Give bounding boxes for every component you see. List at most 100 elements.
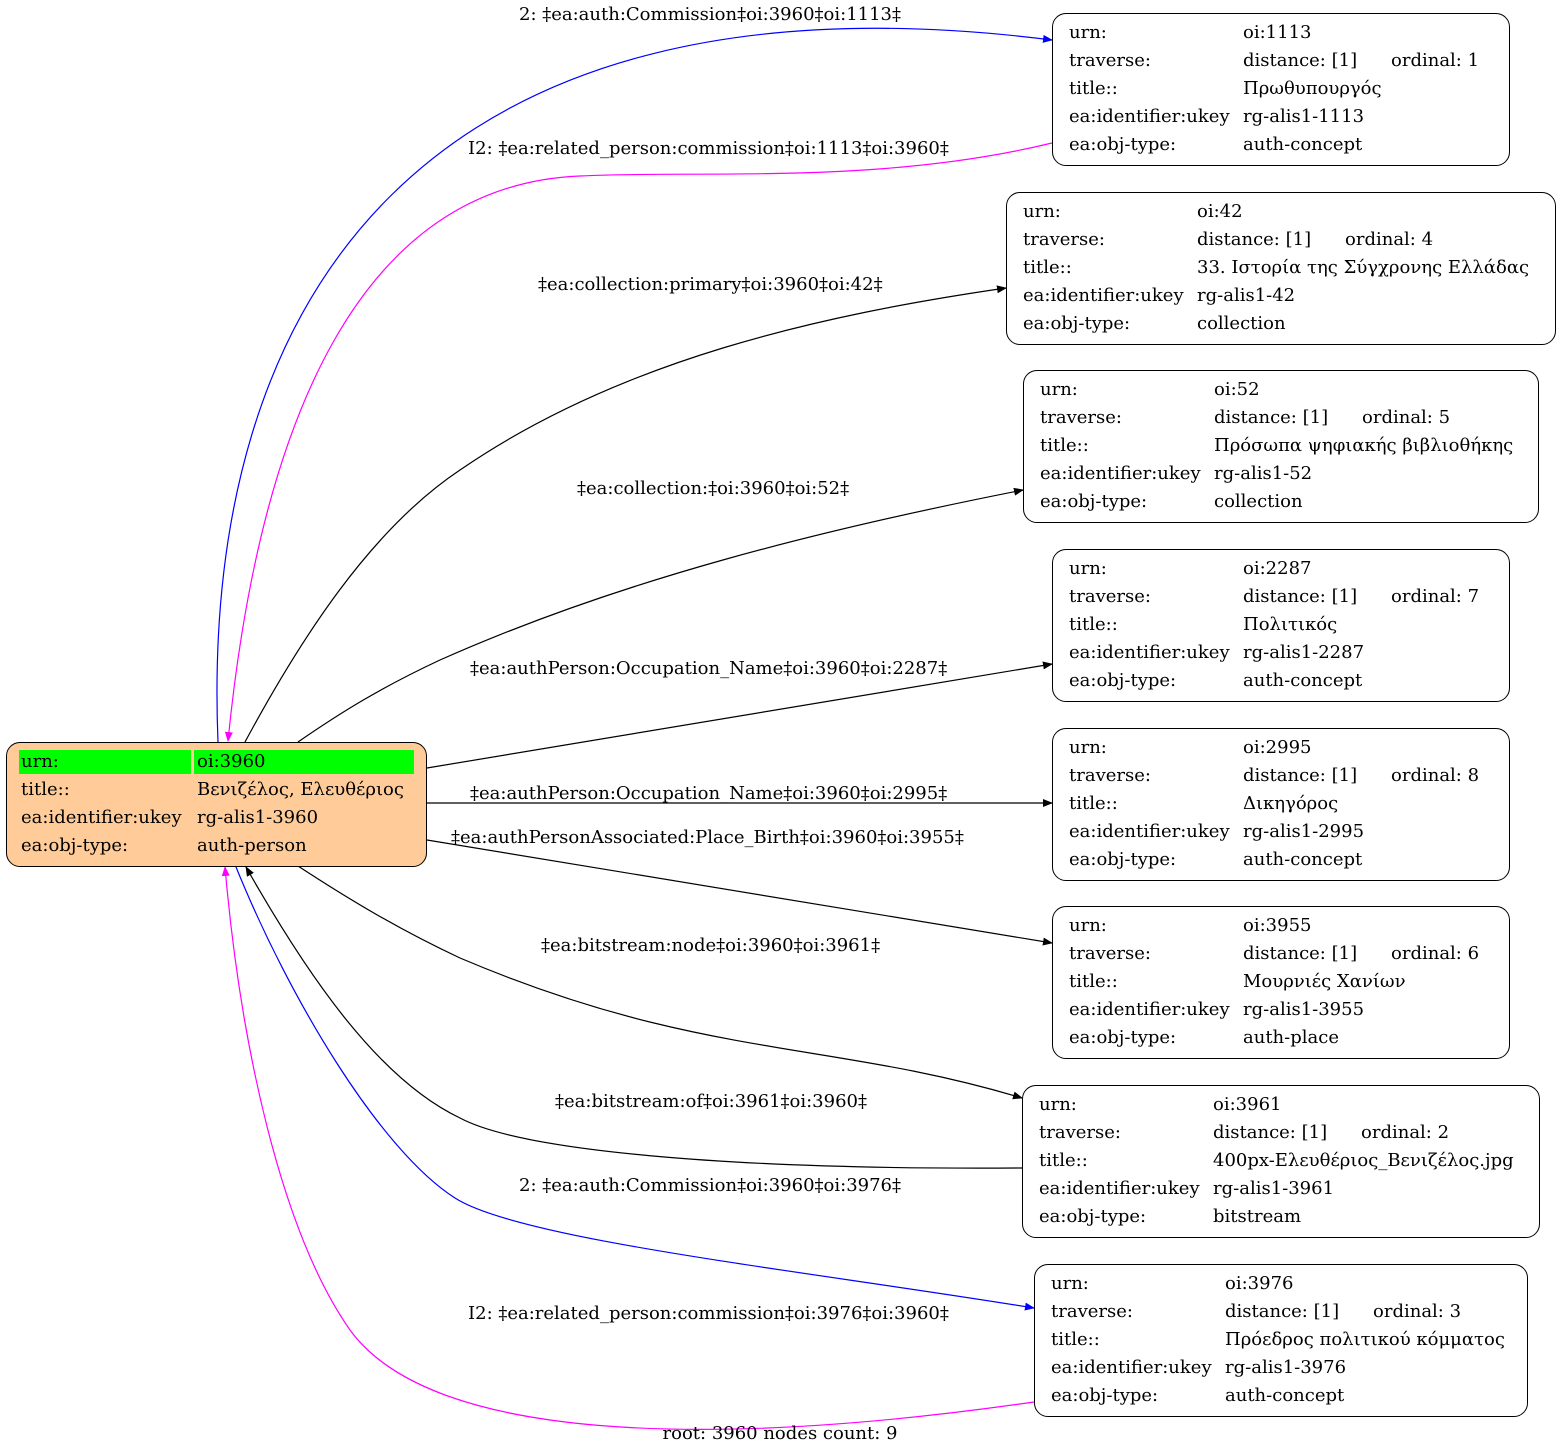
node-key-urn: urn: [1039,1094,1077,1115]
node-key-ukey: ea:identifier:ukey [1069,821,1230,842]
node-key-traverse: traverse: [1023,229,1105,250]
node-key-urn: urn: [1023,201,1061,222]
node-objtype: collection [1214,491,1303,512]
node-key-traverse: traverse: [1039,1122,1121,1143]
node-distance: distance: [1] [1243,586,1358,607]
node-ordinal: ordinal: 8 [1391,765,1480,786]
node-ordinal: ordinal: 3 [1373,1301,1462,1322]
node-urn: oi:3961 [1213,1094,1282,1115]
node-key-ukey: ea:identifier:ukey [1069,106,1230,127]
node-oi-1113[interactable]: urn:oi:1113 traverse:distance: [1]ordina… [1052,13,1510,166]
root-node[interactable]: urn: oi:3960 title:: Βενιζέλος, Ελευθέρι… [6,742,427,867]
node-urn: oi:3976 [1225,1273,1294,1294]
edge-label-occupation-2287: ‡ea:authPerson:Occupation_Name‡oi:3960‡o… [470,658,947,679]
node-distance: distance: [1] [1213,1122,1328,1143]
node-oi-3976[interactable]: urn: oi:3976 traverse: distance: [1] ordina… [1034,1264,1528,1417]
node-ukey: rg-alis1-1113 [1243,106,1365,127]
node-key-traverse: traverse: [1069,50,1151,71]
node-ukey: rg-alis1-2995 [1243,821,1365,842]
node-key-title: title:: [1023,257,1072,278]
edge-label-collection-primary-42: ‡ea:collection:primary‡oi:3960‡oi:42‡ [538,274,883,295]
node-oi-2287[interactable]: urn:oi:2287 traverse:distance: [1]ordina… [1052,549,1510,702]
node-key-title: title:: [1051,1329,1100,1350]
root-key-ukey: ea:identifier:ukey [21,807,182,828]
node-key-objtype: ea:obj-type: [1051,1385,1159,1406]
node-key-traverse: traverse: [1069,586,1151,607]
node-key-title: title:: [1069,78,1118,99]
node-key-title: title:: [1069,971,1118,992]
node-key-objtype: ea:obj-type: [1040,491,1148,512]
node-key-ukey: ea:identifier:ukey [1069,999,1230,1020]
edge-bitstream-node-3961 [297,865,1023,1100]
node-objtype: bitstream [1213,1206,1302,1227]
node-urn: oi:52 [1214,379,1260,400]
node-key-title: title:: [1069,793,1118,814]
root-key-title: title:: [21,779,70,800]
root-key-urn: urn: [21,751,59,772]
node-title: Δικηγόρος [1243,793,1339,814]
root-highlight-value [194,750,414,774]
node-distance: distance: [1] [1214,407,1329,428]
node-key-objtype: ea:obj-type: [1039,1206,1147,1227]
node-oi-3955[interactable]: urn:oi:3955 traverse:distance: [1]ordina… [1052,906,1510,1059]
node-key-urn: urn: [1069,915,1107,936]
node-key-objtype: ea:obj-type: [1069,849,1177,870]
root-value-title: Βενιζέλος, Ελευθέριος [197,779,404,800]
node-key-ukey: ea:identifier:ukey [1069,642,1230,663]
root-value-ukey: rg-alis1-3960 [197,807,319,828]
node-ukey: rg-alis1-3976 [1225,1357,1347,1378]
node-title: 400px-Ελευθέριος_Βενιζέλος.jpg [1213,1150,1514,1171]
root-highlight-key [19,750,191,774]
node-key-traverse: traverse: [1051,1301,1133,1322]
node-key-ukey: ea:identifier:ukey [1039,1178,1200,1199]
node-objtype: auth-concept [1243,849,1363,870]
node-distance: distance: [1] [1243,943,1358,964]
node-key-ukey: ea:identifier:ukey [1023,285,1184,306]
node-urn: oi:2287 [1243,558,1312,579]
root-value-urn: oi:3960 [197,751,266,772]
node-key-urn: urn: [1069,22,1107,43]
root-value-objtype: auth-person [197,835,307,856]
node-ordinal: ordinal: 7 [1391,586,1480,607]
node-distance: distance: [1] [1243,50,1358,71]
node-urn: oi:3955 [1243,915,1312,936]
node-oi-42[interactable]: urn:oi:42 traverse:distance: [1]ordinal:… [1006,192,1556,345]
node-key-objtype: ea:obj-type: [1069,670,1177,691]
node-ukey: rg-alis1-52 [1214,463,1313,484]
node-ukey: rg-alis1-3955 [1243,999,1365,1020]
edge-label-occupation-2995: ‡ea:authPerson:Occupation_Name‡oi:3960‡o… [470,783,947,804]
node-oi-52[interactable]: urn:oi:52 traverse:distance: [1]ordinal:… [1023,370,1539,523]
node-oi-3961[interactable]: urn: oi:3961 traverse: distance: [1] ordina… [1022,1085,1540,1238]
node-key-objtype: ea:obj-type: [1023,313,1131,334]
node-distance: distance: [1] [1225,1301,1340,1322]
node-ordinal: ordinal: 1 [1391,50,1480,71]
node-key-urn: urn: [1069,737,1107,758]
edge-bitstream-of-3961 [245,866,1023,1169]
node-key-ukey: ea:identifier:ukey [1040,463,1201,484]
node-key-traverse: traverse: [1040,407,1122,428]
edge-label-collection-52: ‡ea:collection:‡oi:3960‡oi:52‡ [577,478,849,499]
graph-footer: root: 3960 nodes count: 9 [663,1423,898,1444]
node-ordinal: ordinal: 4 [1345,229,1434,250]
edge-collection-52 [297,487,1024,743]
edge-label-bitstream-node-3961: ‡ea:bitstream:node‡oi:3960‡oi:3961‡ [541,935,880,956]
edge-label-related-commission-3976: I2: ‡ea:related_person:commission‡oi:397… [468,1303,949,1324]
node-title: 33. Ιστορία της Σύγχρονης Ελλάδας [1197,257,1530,278]
node-key-urn: urn: [1051,1273,1089,1294]
node-oi-2995[interactable]: urn:oi:2995 traverse:distance: [1]ordina… [1052,728,1510,881]
node-objtype: auth-concept [1243,134,1363,155]
node-key-objtype: ea:obj-type: [1069,134,1177,155]
node-distance: distance: [1] [1197,229,1312,250]
node-title: Μουρνιές Χανίων [1243,971,1406,992]
edge-occupation-2287 [426,661,1053,769]
node-ordinal: ordinal: 2 [1361,1122,1450,1143]
node-key-title: title:: [1039,1150,1088,1171]
edge-commission-1113 [216,27,1053,743]
edge-label-commission-1113: 2: ‡ea:auth:Commission‡oi:3960‡oi:1113‡ [519,4,901,25]
edge-commission-3976 [235,866,1035,1311]
edge-label-commission-3976: 2: ‡ea:auth:Commission‡oi:3960‡oi:3976‡ [519,1175,901,1196]
edge-place-birth-3955 [426,839,1053,946]
node-distance: distance: [1] [1243,765,1358,786]
